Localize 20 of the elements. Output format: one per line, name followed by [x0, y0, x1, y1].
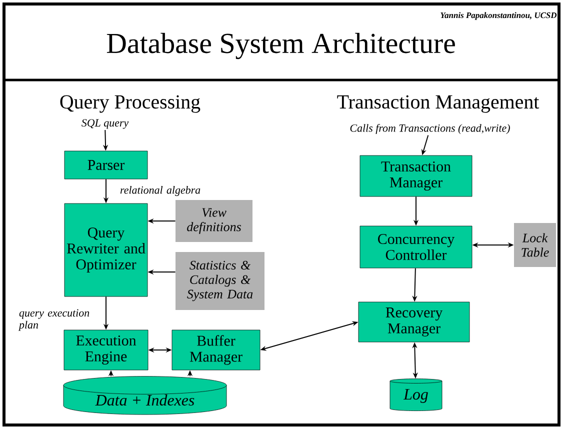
input-label: Calls from Transactions (read,write)	[350, 124, 510, 134]
edge-label: query execution plan	[18, 309, 90, 331]
process-box: Parser	[64, 150, 148, 180]
section-heading: Transaction Management	[337, 95, 540, 113]
title: Database System Architecture	[106, 32, 455, 60]
input-label: SQL query	[82, 119, 129, 129]
process-box: Execution Engine	[64, 330, 148, 370]
process-box: Concurrency Controller	[360, 226, 472, 268]
data-box: Statistics & Catalogs & System Data	[176, 252, 264, 310]
edge-label: relational algebra	[120, 186, 200, 196]
database-cylinder: Data + Indexes	[63, 376, 227, 415]
process-box: Query Rewriter and Optimizer	[64, 203, 148, 297]
database-cylinder: Log	[390, 378, 442, 411]
author-credit: Yannis Papakonstantinou, UCSD	[440, 12, 557, 20]
process-box: Recovery Manager	[358, 302, 470, 342]
data-box: Lock Table	[514, 223, 556, 267]
process-box: Buffer Manager	[172, 330, 260, 370]
section-heading: Query Processing	[60, 95, 200, 113]
data-box: View definitions	[176, 200, 252, 242]
process-box: Transaction Manager	[360, 155, 472, 197]
